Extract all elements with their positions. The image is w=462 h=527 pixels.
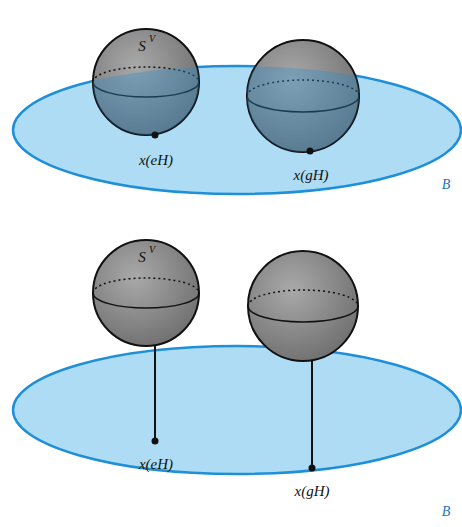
point-label: x(gH) xyxy=(295,484,330,499)
fiber-label-superscript: V xyxy=(149,245,155,255)
sphere xyxy=(93,240,199,346)
stalk xyxy=(154,345,156,440)
base-space xyxy=(13,66,461,194)
point-label: x(eH) xyxy=(139,457,173,472)
point-label: x(gH) xyxy=(294,168,329,183)
base-label: B xyxy=(442,505,451,519)
point xyxy=(309,465,316,472)
plane-overlap xyxy=(13,66,461,194)
base-space xyxy=(13,346,461,474)
base-label: B xyxy=(442,178,451,192)
stalk xyxy=(311,361,313,467)
point xyxy=(152,438,159,445)
sphere xyxy=(248,251,358,361)
point xyxy=(152,132,159,139)
fiber-label-superscript: V xyxy=(149,34,155,44)
point xyxy=(307,148,314,155)
fiber-label: S xyxy=(138,39,146,54)
point-label: x(eH) xyxy=(139,153,173,168)
fiber-label: S xyxy=(138,250,146,265)
